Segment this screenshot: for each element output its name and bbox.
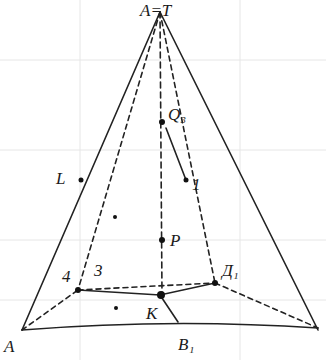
point-dot-2 [114,306,118,310]
hidden-edge [22,290,78,330]
point-dot [113,215,117,219]
leader [166,128,186,180]
edge-left [22,12,160,330]
vertex-label: Д₁ [222,262,239,279]
seg-base [78,283,215,295]
point-p [159,237,165,243]
point-label: L [56,170,65,187]
point-l [79,178,84,183]
vertex-label: A=T [140,2,171,19]
point-d1 [212,280,218,286]
point-label: P [170,232,180,249]
point-q [159,119,165,125]
seg-k-b1 [160,295,178,322]
callout-number: 1 [192,176,201,193]
point-1 [184,178,189,183]
median-line [160,12,162,295]
hidden-edge-3 [215,283,318,328]
callout-number: 3 [94,262,103,279]
hidden-edge-2 [78,283,215,290]
vertex-label: A [4,338,14,355]
vertex-label: B₁ [178,336,194,353]
edge-right [160,12,318,330]
base-edge [22,323,318,330]
hidden-edge-4 [78,12,160,290]
point-label: Q₃ [168,106,186,123]
callout-number: 4 [62,268,71,285]
hidden-edge-5 [160,12,215,283]
point-k [157,291,165,299]
point-4 [75,287,81,293]
point-label: K [146,305,157,322]
